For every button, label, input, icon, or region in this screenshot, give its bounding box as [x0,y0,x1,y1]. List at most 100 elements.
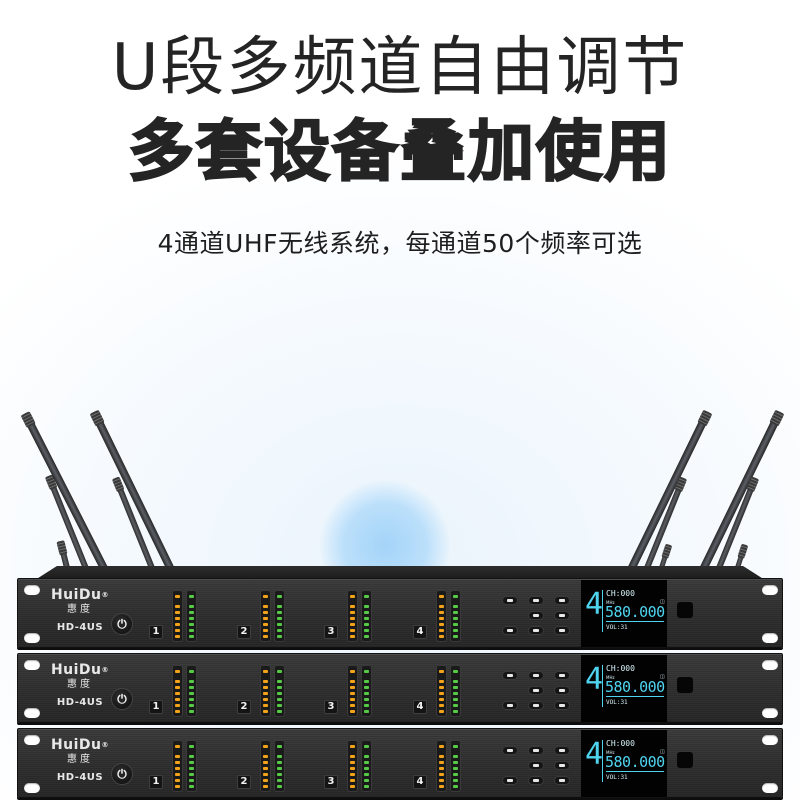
down-button[interactable] [528,776,544,785]
meter-segment [350,611,355,614]
ir-sync-window [677,752,693,768]
right-button[interactable] [554,686,570,695]
channel-number-badge: 3 [324,625,338,639]
down-button[interactable] [528,701,544,710]
af-level-meter [436,665,447,717]
set-button[interactable] [554,596,570,605]
left-button[interactable] [528,611,544,620]
up-button[interactable] [528,746,544,755]
lcd-display: 4 CH:000 MHz ◫ 580.000 VOL:31 [581,655,667,722]
rf-level-meter [361,740,372,792]
meter-segment [350,692,355,695]
menu-button[interactable] [502,596,518,605]
lcd-mhz-label: MHz [606,750,615,755]
meter-segment [175,785,180,788]
model-number: HD-4US [56,697,104,708]
meter-segment [189,605,194,608]
meter-segment [263,670,268,673]
meter-segment [277,635,282,638]
left-button[interactable] [528,761,544,770]
meter-segment [439,710,444,713]
set-button[interactable] [554,671,570,680]
meter-segment [350,755,355,758]
meter-segment [277,623,282,626]
back-button[interactable] [502,776,518,785]
meter-segment [175,605,180,608]
meter-segment [263,785,268,788]
rack-ear-hole [24,633,40,643]
menu-button[interactable] [502,746,518,755]
meter-segment [439,686,444,689]
back-button[interactable] [502,626,518,635]
meter-segment [175,623,180,626]
up-button[interactable] [528,596,544,605]
set-button[interactable] [554,746,570,755]
channel-number-badge: 4 [413,625,427,639]
meter-segment [453,704,458,707]
power-button[interactable]: ⏻ [111,688,133,710]
rack-ear-hole [762,585,778,595]
meter-segment [263,686,268,689]
meter-segment [189,773,194,776]
meter-segment [263,773,268,776]
left-button[interactable] [528,686,544,695]
channel-number-badge: 3 [324,775,338,789]
meter-segment [189,635,194,638]
enter-button[interactable] [554,776,570,785]
meter-segment [364,785,369,788]
meter-segment [263,611,268,614]
meter-segment [175,670,180,673]
lcd-status-icon: ◫ [660,674,665,680]
lcd-divider [602,590,603,632]
down-button[interactable] [528,626,544,635]
rf-level-meter [450,665,461,717]
meter-segment [277,779,282,782]
right-button[interactable] [554,761,570,770]
rack-ear-hole [762,633,778,643]
model-number: HD-4US [56,772,104,783]
power-button[interactable]: ⏻ [111,763,133,785]
right-button[interactable] [554,611,570,620]
meter-segment [277,710,282,713]
power-icon: ⏻ [117,617,127,631]
rf-level-meter [186,740,197,792]
lcd-display: 4 CH:000 MHz ◫ 580.000 VOL:31 [581,580,667,647]
enter-button[interactable] [554,626,570,635]
meter-segment [364,745,369,748]
meter-segment [350,686,355,689]
lcd-ch-label: CH:000 [606,589,635,598]
lcd-ch-label: CH:000 [606,664,635,673]
meter-segment [364,773,369,776]
meter-segment [453,692,458,695]
meter-segment [439,635,444,638]
brand-logo: HuiDu® [50,737,110,753]
power-button[interactable]: ⏻ [111,613,133,635]
meter-segment [453,617,458,620]
meter-segment [453,755,458,758]
lcd-frequency: 580.000 [605,753,665,771]
lcd-volume: VOL:31 [606,624,628,631]
back-button[interactable] [502,701,518,710]
power-icon: ⏻ [117,692,127,706]
meter-segment [453,745,458,748]
enter-button[interactable] [554,701,570,710]
af-level-meter [436,590,447,642]
menu-button[interactable] [502,671,518,680]
meter-segment [350,623,355,626]
lcd-volume: VOL:31 [606,774,628,781]
meter-segment [189,595,194,598]
up-button[interactable] [528,671,544,680]
meter-segment [350,670,355,673]
meter-segment [263,710,268,713]
meter-segment [277,605,282,608]
meter-segment [277,692,282,695]
meter-segment [453,773,458,776]
meter-segment [453,710,458,713]
rack-ear-hole [24,660,40,670]
meter-segment [439,623,444,626]
meter-segment [263,704,268,707]
brand-chinese-name: 惠度 [67,604,93,615]
brand-block: HuiDu® 惠度 HD-4US [50,737,110,783]
meter-segment [364,595,369,598]
meter-segment [175,761,180,764]
